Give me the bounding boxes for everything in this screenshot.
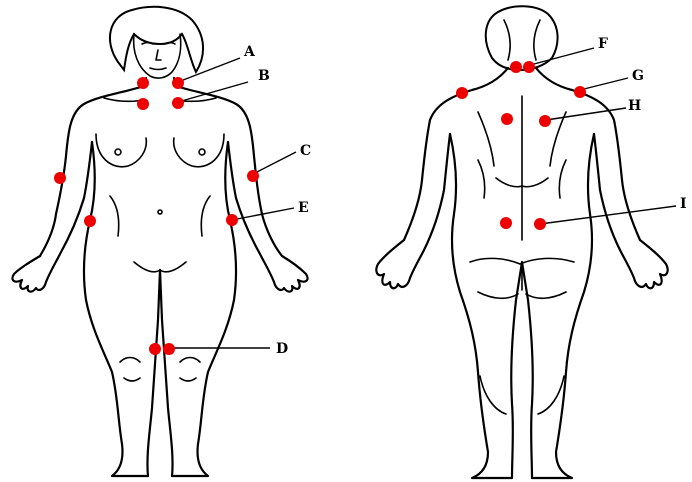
point-h-right [539,115,551,127]
label-g: G [632,68,644,84]
point-a-left [137,77,149,89]
point-a-right [172,77,184,89]
leader-f [534,48,594,64]
leader-a [178,58,240,82]
leader-g [580,78,628,90]
point-g-right [574,86,586,98]
leader-c [253,152,296,174]
point-c-left [54,172,66,184]
point-f-left [510,61,522,73]
leader-lines [170,48,676,348]
back-body-figure [376,6,667,478]
point-d-right [163,343,175,355]
label-d: D [276,341,288,357]
point-f-right [523,61,535,73]
point-e-left [84,215,96,227]
label-e: E [298,200,309,216]
point-i-left [500,217,512,229]
point-g-left [456,87,468,99]
label-c: C [300,143,311,159]
navel [158,210,162,214]
point-d-left [149,343,161,355]
point-e-right [226,214,238,226]
point-i-right [534,218,546,230]
tender-points [54,61,586,355]
label-i: I [680,196,687,212]
label-b: B [258,68,270,84]
front-hair [110,7,203,72]
point-h-left [501,113,513,125]
point-b-right [172,97,184,109]
label-a: A [243,44,256,60]
point-c-right [247,170,259,182]
label-h: H [628,98,641,114]
point-b-left [137,98,149,110]
label-f: F [598,36,608,52]
front-torso-outline [40,78,282,256]
